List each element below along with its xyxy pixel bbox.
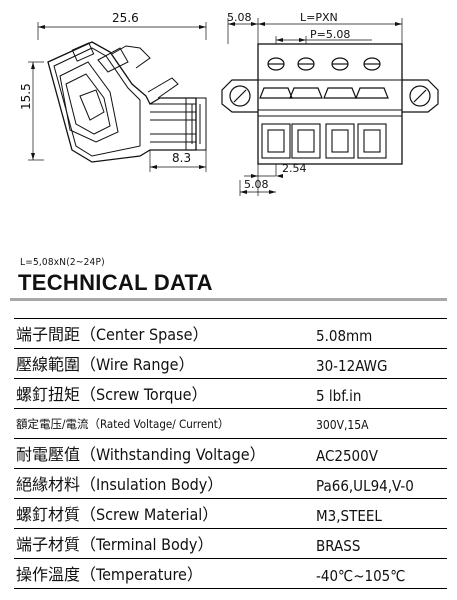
dim-length-formula: L=PXN — [300, 11, 338, 24]
spec-label: 螺釘材質（Screw Material） — [16, 505, 219, 524]
dim-height: 15.5 — [19, 83, 33, 110]
spec-label: 操作溫度（Temperature） — [16, 565, 203, 584]
side-view: 25.6 15.5 8.3 — [19, 11, 207, 172]
dim-edge-pitch-top: 5.08 — [227, 11, 252, 24]
dim-overall-length: 25.6 — [112, 11, 139, 25]
length-formula-note: L=5,08xN(2~24P) — [20, 257, 105, 268]
spec-row-screw-torque: 螺釘扭矩（Screw Torque） 5 lbf.in — [14, 379, 447, 409]
spec-label: 壓線範圍（Wire Range） — [16, 355, 195, 374]
spec-value: BRASS — [316, 537, 361, 555]
spec-row-insulation-body: 絕緣材料（Insulation Body） Pa66,UL94,V-0 — [14, 469, 447, 499]
spec-label: 耐電壓值（Withstanding Voltage） — [16, 445, 266, 464]
connector-technical-drawing: 25.6 15.5 8.3 — [19, 11, 439, 196]
technical-data-heading: TECHNICAL DATA — [18, 270, 213, 295]
spec-label: 端子間距（Center Spase） — [16, 325, 209, 344]
spec-row-rated-voltage: 額定電压/電流（Rated Voltage/ Current） 300V,15A — [14, 409, 447, 439]
dim-bottom-offset: 2.54 — [282, 162, 307, 175]
spec-value: 5.08mm — [316, 327, 373, 345]
front-view: 5.08 L=PXN P=5.08 — [221, 11, 439, 196]
spec-row-temperature: 操作溫度（Temperature） -40℃~105℃ — [14, 559, 447, 589]
spec-value: 30-12AWG — [316, 357, 388, 375]
dim-edge-pitch-bottom: 5.08 — [244, 178, 269, 191]
spec-row-withstanding-voltage: 耐電壓值（Withstanding Voltage） AC2500V — [14, 439, 447, 469]
spec-value: AC2500V — [316, 447, 378, 465]
spec-label: 端子材質（Terminal Body） — [16, 535, 214, 554]
spec-row-screw-material: 螺釘材質（Screw Material） M3,STEEL — [14, 499, 447, 529]
dim-offset: 8.3 — [172, 151, 191, 165]
spec-label: 額定電压/電流（Rated Voltage/ Current） — [16, 417, 230, 431]
spec-row-wire-range: 壓線範圍（Wire Range） 30-12AWG — [14, 349, 447, 379]
heading-underline — [10, 298, 447, 301]
spec-value: M3,STEEL — [316, 507, 382, 525]
spec-value: 5 lbf.in — [316, 387, 362, 405]
spec-row-center-spacing: 端子間距（Center Spase） 5.08mm — [14, 318, 447, 349]
spec-row-terminal-body: 端子材質（Terminal Body） BRASS — [14, 529, 447, 559]
spec-label: 絕緣材料（Insulation Body） — [16, 475, 224, 494]
spec-label: 螺釘扭矩（Screw Torque） — [16, 385, 208, 404]
spec-value: 300V,15A — [316, 418, 369, 432]
dim-pitch: P=5.08 — [310, 28, 350, 41]
spec-value: Pa66,UL94,V-0 — [316, 477, 414, 495]
spec-value: -40℃~105℃ — [316, 567, 406, 585]
spec-table: 端子間距（Center Spase） 5.08mm 壓線範圍（Wire Rang… — [14, 318, 447, 589]
